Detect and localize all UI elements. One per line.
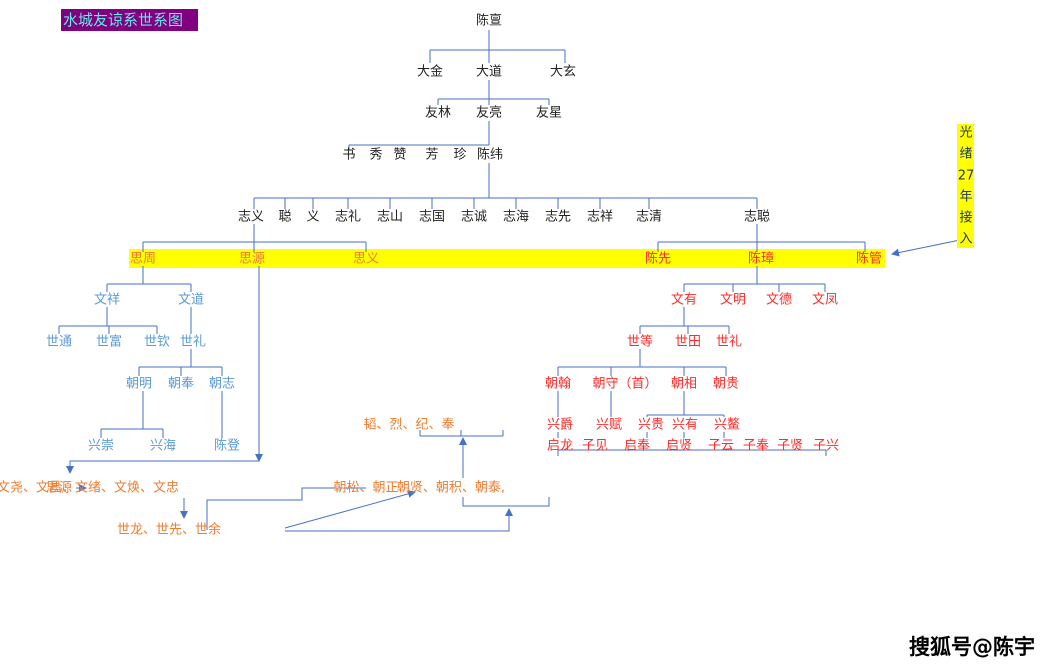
- person-label: 朝奉: [168, 377, 194, 392]
- person-label: 文尧、文昌、文绪、文焕、文忠: [0, 481, 179, 496]
- person-label: 世龙、世先、世余: [117, 522, 221, 538]
- note-char: 接: [959, 210, 972, 226]
- person-label: 聪: [278, 210, 291, 225]
- watermark: 搜狐号@陈宇: [909, 635, 1035, 659]
- person-label: 子见: [582, 439, 608, 454]
- person-label: 兴海: [150, 439, 176, 454]
- person-label: 志山: [377, 210, 403, 225]
- person-label: 友林: [425, 105, 451, 121]
- person-label: 陈管: [856, 251, 882, 267]
- person-label: 文凤: [812, 293, 838, 308]
- person-label: 朝松、朝正: [333, 481, 398, 496]
- person-label: 友亮: [476, 105, 502, 121]
- person-label: 世等: [627, 334, 653, 350]
- person-label: 大金: [417, 64, 443, 80]
- person-label: 兴崇: [88, 439, 114, 454]
- person-label: 文有: [671, 293, 697, 308]
- person-label: 大玄: [550, 65, 576, 80]
- person-label: 赞: [393, 148, 406, 163]
- person-label: 大道: [476, 65, 502, 80]
- person-label: 思源: [239, 252, 265, 267]
- person-label: 朝守（首）: [592, 377, 657, 392]
- person-label: 芳: [425, 148, 438, 163]
- person-label: 志礼: [335, 209, 361, 225]
- person-label: 文祥: [94, 293, 120, 308]
- person-label: 世通: [46, 335, 72, 350]
- person-label: 书: [342, 148, 355, 163]
- person-label: 志国: [419, 210, 445, 225]
- person-label: 子贤: [777, 439, 803, 454]
- person-label: 志先: [545, 210, 571, 225]
- person-label: 文德: [766, 293, 792, 308]
- person-label: 朝志: [209, 377, 235, 392]
- person-label: 文道: [178, 293, 204, 308]
- note-char: 入: [959, 232, 972, 247]
- person-label: 志清: [636, 210, 662, 225]
- person-label: 思义: [353, 252, 379, 267]
- person-label: 义: [306, 210, 319, 225]
- person-label: 兴赋: [596, 418, 622, 433]
- person-label: 子兴: [813, 439, 839, 454]
- person-label: 思源: [46, 481, 72, 496]
- note-char: 年: [959, 190, 972, 205]
- note-char: 光: [959, 126, 972, 141]
- person-label: 世礼: [180, 334, 206, 350]
- person-label: 朝相: [671, 377, 697, 392]
- person-label: 世钦: [144, 335, 170, 350]
- person-label: 思周: [130, 252, 156, 267]
- person-label: 秀: [369, 148, 382, 163]
- person-label: 文明: [720, 293, 746, 308]
- person-label: 志聪: [744, 210, 770, 225]
- person-label: 朝翰: [545, 377, 571, 392]
- person-labels: 陈亶大金 大道 大玄友林 友亮 友星书秀赞 芳珍陈纬志义聪义 志礼 志山 志国 志诚 志海 志先 志祥 志…: [0, 13, 974, 538]
- person-label: 陈先: [645, 251, 671, 267]
- person-label: 兴鳌: [714, 417, 740, 433]
- person-label: 陈纬: [477, 147, 503, 163]
- person-label: 友星: [536, 105, 562, 121]
- person-label: 启龙: [547, 439, 573, 454]
- person-label: 陈璋: [748, 251, 774, 267]
- highlight-band: [129, 249, 885, 268]
- note-char: 27: [958, 169, 975, 184]
- connector-lines: [58, 30, 961, 532]
- person-label: 子奉: [743, 439, 769, 454]
- person-label: 志义: [238, 210, 264, 225]
- person-label: 朝贤、朝积、朝泰,: [397, 481, 505, 496]
- person-label: 兴爵: [547, 418, 573, 433]
- note-highlight: [957, 124, 974, 248]
- person-label: 朝明: [126, 377, 152, 392]
- note-char: 绪: [959, 147, 972, 162]
- person-label: 世田: [675, 335, 701, 350]
- person-label: 志诚: [461, 210, 487, 225]
- person-label: 珍: [453, 148, 466, 163]
- person-label: 子云: [708, 439, 734, 454]
- person-label: 韬、烈、纪、奉: [363, 418, 454, 433]
- person-label: 志海: [503, 210, 529, 225]
- person-label: 启贤: [666, 439, 692, 454]
- person-label: 志祥: [587, 210, 613, 225]
- person-label: 陈登: [214, 438, 240, 454]
- person-label: 世富: [96, 334, 122, 350]
- person-label: 朝贵: [713, 377, 739, 392]
- person-label: 启奉: [624, 439, 650, 454]
- person-label: 陈亶: [476, 13, 502, 29]
- person-label: 世礼: [716, 334, 742, 350]
- person-label: 兴有: [672, 418, 698, 433]
- diagram-title: 水城友谅系世系图: [61, 9, 198, 31]
- person-label: 兴贵: [638, 418, 664, 433]
